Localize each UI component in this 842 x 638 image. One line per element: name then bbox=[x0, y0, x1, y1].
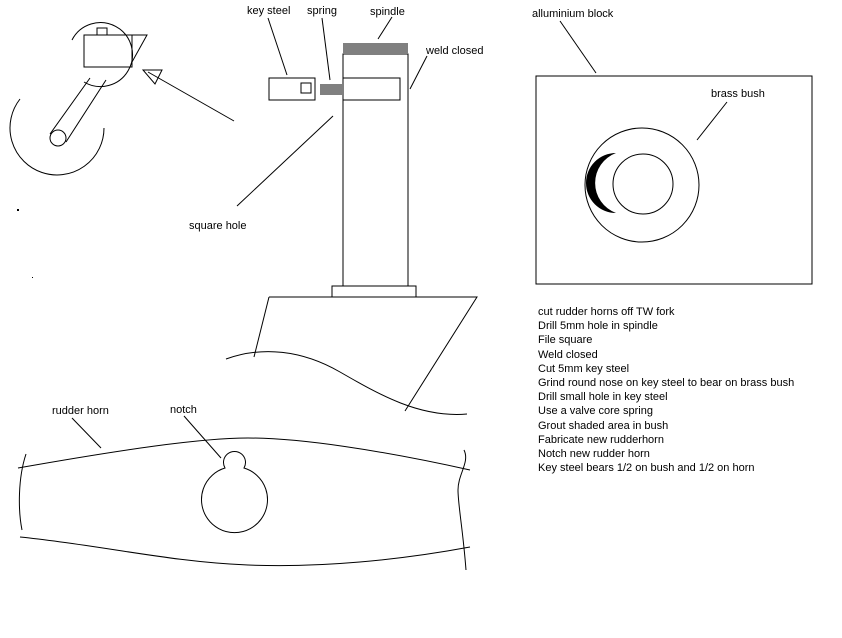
instruction-step: Notch new rudder horn bbox=[538, 448, 650, 461]
key-slot bbox=[342, 77, 401, 101]
spring-coils bbox=[320, 84, 342, 95]
rudder-horn-right-end bbox=[457, 449, 467, 571]
fork-key bbox=[96, 27, 108, 36]
label-notch: notch bbox=[170, 404, 197, 416]
rudder-horn-left-end bbox=[18, 453, 27, 531]
rudder-horn-leader bbox=[71, 417, 102, 449]
key-steel-block bbox=[268, 77, 316, 101]
stray-dot bbox=[32, 277, 33, 278]
tailwheel-circle bbox=[9, 98, 105, 176]
wheel-fork-arm bbox=[49, 77, 107, 143]
aluminium-block bbox=[535, 75, 813, 285]
notch-leader bbox=[183, 415, 222, 459]
label-key-steel: key steel bbox=[247, 5, 290, 17]
pointer-arrow-head bbox=[141, 69, 163, 85]
instruction-step: Fabricate new rudderhorn bbox=[538, 433, 664, 446]
instruction-step: Grout shaded area in bush bbox=[538, 419, 669, 432]
instruction-step: Weld closed bbox=[538, 348, 598, 361]
spindle-threads bbox=[343, 43, 408, 53]
fork-block bbox=[83, 34, 133, 68]
instruction-step: Grind round nose on key steel to bear on… bbox=[538, 377, 795, 390]
bush-leader bbox=[696, 101, 728, 141]
aluminium-block-sketch bbox=[535, 20, 813, 285]
instruction-step: Drill small hole in key steel bbox=[538, 391, 668, 404]
fork-curve bbox=[225, 351, 468, 415]
instruction-list: cut rudder horns off TW fork Drill 5mm h… bbox=[538, 305, 794, 475]
key-steel-hole bbox=[300, 82, 312, 94]
rudder-horn-bottom-edge bbox=[19, 536, 471, 567]
spindle-body bbox=[342, 53, 409, 287]
grout-shaded-area bbox=[586, 153, 616, 213]
label-rudder-horn: rudder horn bbox=[52, 405, 109, 417]
label-alluminium-block: alluminium block bbox=[532, 8, 614, 20]
brass-bush-outer bbox=[584, 127, 700, 243]
detail-circle bbox=[71, 22, 133, 88]
label-brass-bush: brass bush bbox=[711, 88, 765, 100]
block-leader bbox=[559, 20, 597, 74]
instruction-step: Cut 5mm key steel bbox=[538, 362, 630, 375]
rudder-horn-sketch bbox=[17, 415, 471, 571]
instruction-step: File square bbox=[538, 334, 593, 347]
notch-outline bbox=[201, 451, 268, 534]
pointer-arrow-line bbox=[147, 71, 235, 122]
wheel-axle bbox=[49, 129, 67, 147]
instruction-step: Key steel bears 1/2 on bush and 1/2 on h… bbox=[538, 462, 755, 475]
fork-outline bbox=[253, 296, 478, 412]
fork-wedge bbox=[131, 34, 148, 63]
rudder-horn-top-edge bbox=[17, 437, 471, 471]
instruction-step: Use a valve core spring bbox=[538, 405, 653, 418]
spindle-sketch bbox=[225, 43, 478, 415]
stray-dot bbox=[17, 209, 19, 211]
label-square-hole: square hole bbox=[189, 220, 247, 232]
tailwheel-sketch bbox=[9, 22, 235, 176]
brass-bush-inner bbox=[612, 153, 674, 215]
label-spring: spring bbox=[307, 5, 337, 17]
spindle-collar bbox=[331, 285, 417, 298]
label-spindle: spindle bbox=[370, 6, 405, 18]
instruction-step: Drill 5mm hole in spindle bbox=[538, 320, 658, 333]
spindle-leaders bbox=[236, 16, 428, 207]
instruction-step: cut rudder horns off TW fork bbox=[538, 306, 675, 318]
label-weld-closed: weld closed bbox=[425, 45, 483, 57]
